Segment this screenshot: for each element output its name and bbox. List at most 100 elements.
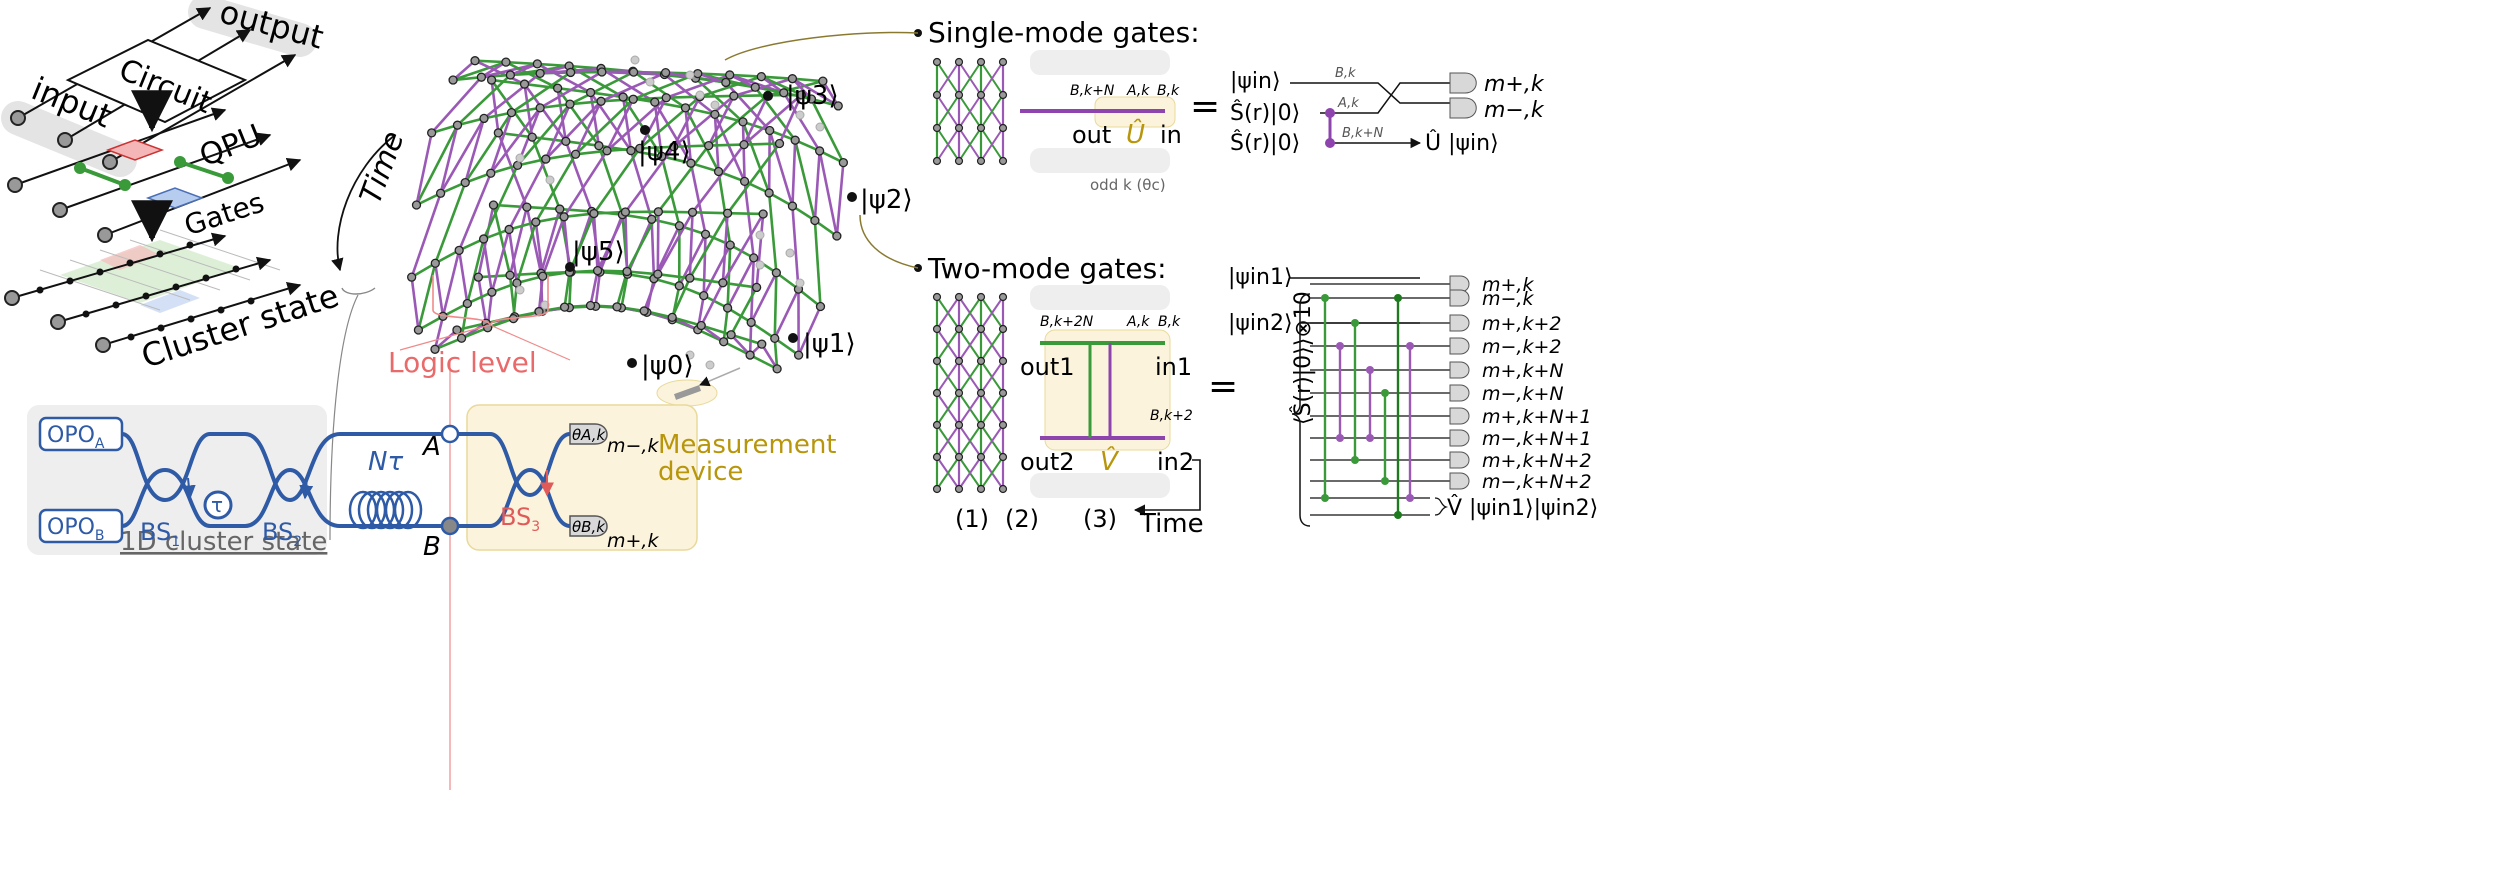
ladder-node — [932, 388, 942, 398]
lattice-edge — [508, 206, 529, 276]
lattice-node — [505, 270, 515, 280]
ladder-edge — [958, 424, 982, 458]
lattice-edge — [626, 270, 658, 276]
lattice-edge — [456, 74, 512, 127]
ladder-edge — [958, 456, 982, 490]
lattice-edge — [629, 150, 653, 220]
lattice-edge — [590, 91, 624, 99]
lattice-node — [555, 204, 565, 214]
lattice-edge — [457, 250, 469, 304]
lattice-edge — [743, 181, 756, 259]
lattice-edge — [726, 142, 781, 214]
lattice-edge — [524, 82, 558, 90]
sm-out: out — [1072, 121, 1111, 149]
lattice-edge — [544, 103, 572, 160]
ladder-node — [932, 292, 942, 302]
ladder-edge — [936, 456, 960, 490]
detector-b — [569, 515, 608, 537]
lattice-node — [647, 214, 657, 224]
lattice-edge — [749, 353, 778, 371]
lattice-node — [639, 306, 649, 316]
lattice-node — [473, 272, 483, 282]
lattice-edge — [505, 60, 559, 90]
lattice-node — [722, 208, 733, 218]
lattice-edge — [688, 212, 729, 279]
lattice-edge — [797, 288, 822, 308]
lattice-edge — [539, 70, 603, 110]
ladder-edge — [958, 392, 982, 426]
ladder-node — [932, 420, 942, 430]
tm-time: Time — [1139, 509, 1204, 539]
lattice-edge — [497, 132, 529, 208]
cz-node — [1321, 294, 1329, 302]
sm-m-plus: m+,k — [1484, 72, 1545, 97]
lattice-edge — [545, 152, 576, 161]
ladder-edge — [936, 360, 960, 394]
ladder-node — [998, 90, 1008, 100]
lattice-edge — [596, 211, 627, 272]
sm-sq1: Ŝ(r)|0⟩ — [1230, 100, 1300, 126]
lattice-edge — [601, 69, 633, 74]
lattice-edge — [658, 210, 693, 214]
lattice-edge — [821, 80, 840, 107]
lattice-node — [686, 158, 696, 168]
state-psi5: |ψ5⟩ — [572, 237, 625, 267]
lattice-edge — [743, 93, 803, 146]
lattice-edge — [574, 98, 635, 156]
lattice-edge — [724, 81, 771, 132]
lattice-edge — [708, 143, 745, 147]
ghost-node — [755, 230, 765, 240]
lattice-node — [765, 125, 775, 136]
lattice-edge — [525, 206, 543, 274]
lattice-node — [685, 273, 695, 283]
lattice-node — [758, 209, 768, 219]
lattice-node — [661, 93, 671, 103]
tm-v-out: V̂ |ψin1⟩|ψin2⟩ — [1447, 495, 1598, 521]
ladder-edge — [958, 360, 982, 394]
ladder-node — [976, 388, 986, 398]
lattice-edge — [707, 95, 735, 147]
ladder-edge — [958, 328, 982, 362]
lattice-node — [456, 333, 467, 343]
lattice-edge — [456, 321, 487, 332]
ladder-edge — [980, 94, 1004, 129]
tm-bk2: B,k+2 — [1150, 408, 1193, 424]
lattice-edge — [749, 257, 756, 323]
lattice-node — [407, 272, 417, 282]
lattice-edge — [600, 67, 656, 104]
lattice-node — [779, 88, 789, 98]
lattice-edge — [575, 149, 608, 156]
lattice-edge — [685, 106, 716, 116]
theta-a: θA,k — [572, 426, 606, 444]
lattice-edge — [466, 238, 485, 304]
lattice-edge — [535, 215, 565, 224]
ladder-node — [932, 324, 942, 334]
lattice-edge — [702, 244, 732, 297]
lattice-node — [531, 217, 541, 227]
bs2-sub: 2 — [293, 534, 302, 550]
lattice-edge — [688, 212, 694, 279]
lattice-edge — [684, 107, 720, 173]
lattice-edge — [452, 60, 507, 82]
ladder-edge — [936, 296, 960, 330]
lattice-edge — [797, 305, 822, 356]
cz-node — [1351, 319, 1359, 327]
output-label: m+,k — [1482, 274, 1534, 296]
lattice-edge — [691, 143, 746, 214]
lattice-edge — [600, 71, 667, 103]
lattice-node — [628, 94, 638, 104]
lattice-node — [810, 215, 820, 226]
lattice-edge — [791, 205, 800, 290]
lattice-node — [806, 94, 817, 104]
lattice-node — [628, 67, 639, 77]
lattice-edge — [656, 211, 660, 275]
lattice-node — [739, 139, 749, 150]
lattice-edge — [767, 192, 778, 273]
lattice-edge — [592, 147, 641, 215]
tm-ak: A,k — [1126, 314, 1150, 330]
lattice-node — [462, 298, 473, 309]
lattice-node — [757, 339, 767, 349]
lattice-edge — [638, 95, 701, 150]
cz-node — [1366, 366, 1374, 374]
ghost-node — [695, 90, 705, 100]
